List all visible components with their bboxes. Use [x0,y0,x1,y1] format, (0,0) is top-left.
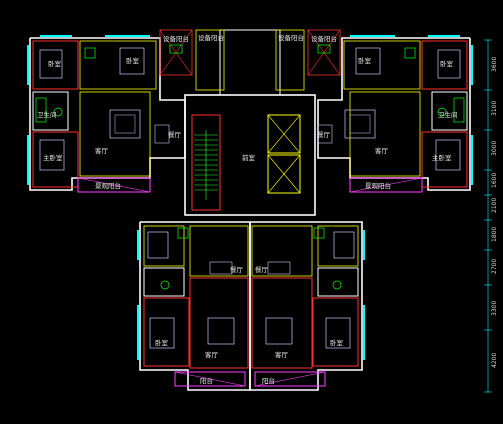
dim-7: 3300 [491,301,498,316]
label-bedroom-1: 卧室 [48,59,62,68]
label-bedroom-4: 卧室 [358,56,372,65]
dimension-strip: 3600 3100 3000 1600 2100 1800 2700 3300 … [484,39,498,393]
label-front-room: 前室 [242,153,256,162]
label-balcony-1: 阳台 [200,376,213,385]
label-dining-room-4: 餐厅 [255,265,269,274]
label-bedroom-6: 卧室 [330,338,344,347]
dim-6: 2700 [491,259,498,274]
label-bedroom-5: 卧室 [155,338,169,347]
dim-2: 3000 [491,141,498,156]
dim-3: 1600 [491,173,498,188]
label-living-room-3: 客厅 [205,350,219,359]
dim-0: 3600 [491,57,498,72]
dim-5: 1800 [491,227,498,242]
lower-right-unit: 卧室 客厅 餐厅 阳台 [249,221,365,391]
label-viewing-balcony-2: 景观阳台 [365,181,391,190]
dim-1: 3100 [491,101,498,116]
label-dining-room-2: 餐厅 [317,130,331,139]
label-living-room-2: 客厅 [375,146,389,155]
label-bedroom-2: 卧室 [126,56,140,65]
label-master-bedroom-2: 主卧室 [432,153,452,162]
label-equipment-platform-3: 设备阳台 [198,33,224,42]
label-balcony-2: 阳台 [262,376,275,385]
upper-left-unit: 卧室 卧室 卫生间 主卧室 客厅 餐厅 设备阳台 景观阳台 [27,29,193,193]
label-living-room-4: 客厅 [275,350,289,359]
label-bathroom-2: 卫生间 [438,110,458,119]
dim-8: 4200 [491,353,498,368]
label-equipment-platform: 设备阳台 [163,34,189,43]
label-viewing-balcony: 景观阳台 [95,181,121,190]
label-master-bedroom: 主卧室 [43,153,63,162]
label-dining-room-3: 餐厅 [230,265,244,274]
dim-4: 2100 [491,198,498,213]
label-bedroom-3: 卧室 [440,59,454,68]
label-equipment-platform-2: 设备阳台 [311,34,337,43]
lower-left-unit: 卧室 客厅 餐厅 阳台 [137,221,251,391]
label-dining-room: 餐厅 [168,130,182,139]
core: 前室 设备阳台 设备阳台 [184,29,316,216]
label-bathroom: 卫生间 [37,110,57,119]
label-equipment-platform-4: 设备阳台 [278,33,304,42]
label-living-room: 客厅 [95,146,109,155]
upper-right-unit: 卧室 卧室 卫生间 主卧室 客厅 餐厅 设备阳台 景观阳台 [307,29,473,193]
